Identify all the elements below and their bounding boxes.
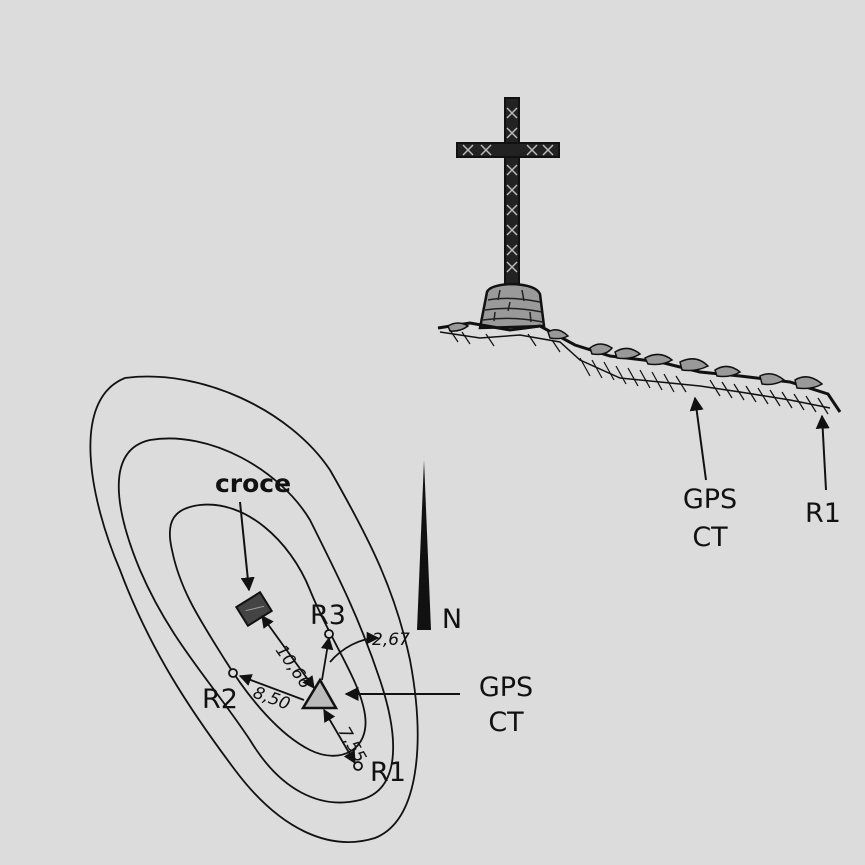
gps-profile-arrow bbox=[689, 396, 707, 481]
line-to-r2 bbox=[238, 674, 305, 701]
r3-point bbox=[324, 629, 334, 639]
r2-point bbox=[228, 668, 238, 678]
r3-label: R3 bbox=[310, 600, 346, 631]
cross-base bbox=[478, 282, 546, 330]
measure-croce: 10,66 bbox=[271, 641, 315, 692]
north-arrow-icon bbox=[417, 460, 431, 630]
measure-r3: 2,67 bbox=[372, 630, 410, 650]
angle-arc bbox=[329, 631, 380, 663]
north-label: N bbox=[442, 604, 462, 635]
gps-map-label-line2: CT bbox=[488, 707, 524, 738]
croce-label: croce bbox=[215, 469, 291, 498]
r2-label: R2 bbox=[202, 684, 238, 715]
gps-triangle-icon bbox=[300, 677, 339, 710]
gps-map-label-line1: GPS bbox=[479, 672, 533, 703]
measure-r2: 8,50 bbox=[250, 683, 292, 715]
gps-profile-label-line2: CT bbox=[692, 522, 728, 553]
r1-profile-label: R1 bbox=[805, 498, 841, 529]
line-to-r1 bbox=[323, 708, 356, 765]
ground-profile bbox=[437, 321, 842, 415]
contour-lines bbox=[89, 375, 419, 843]
r1-profile-arrow bbox=[815, 414, 830, 491]
line-to-croce bbox=[261, 614, 315, 690]
r1-label: R1 bbox=[370, 757, 406, 788]
r1-point bbox=[353, 761, 363, 771]
croce-arrow bbox=[239, 501, 255, 592]
line-to-r3 bbox=[320, 636, 334, 681]
gps-profile-label-line1: GPS bbox=[683, 484, 737, 515]
cross-icon bbox=[456, 97, 560, 285]
croce-marker bbox=[234, 590, 274, 628]
